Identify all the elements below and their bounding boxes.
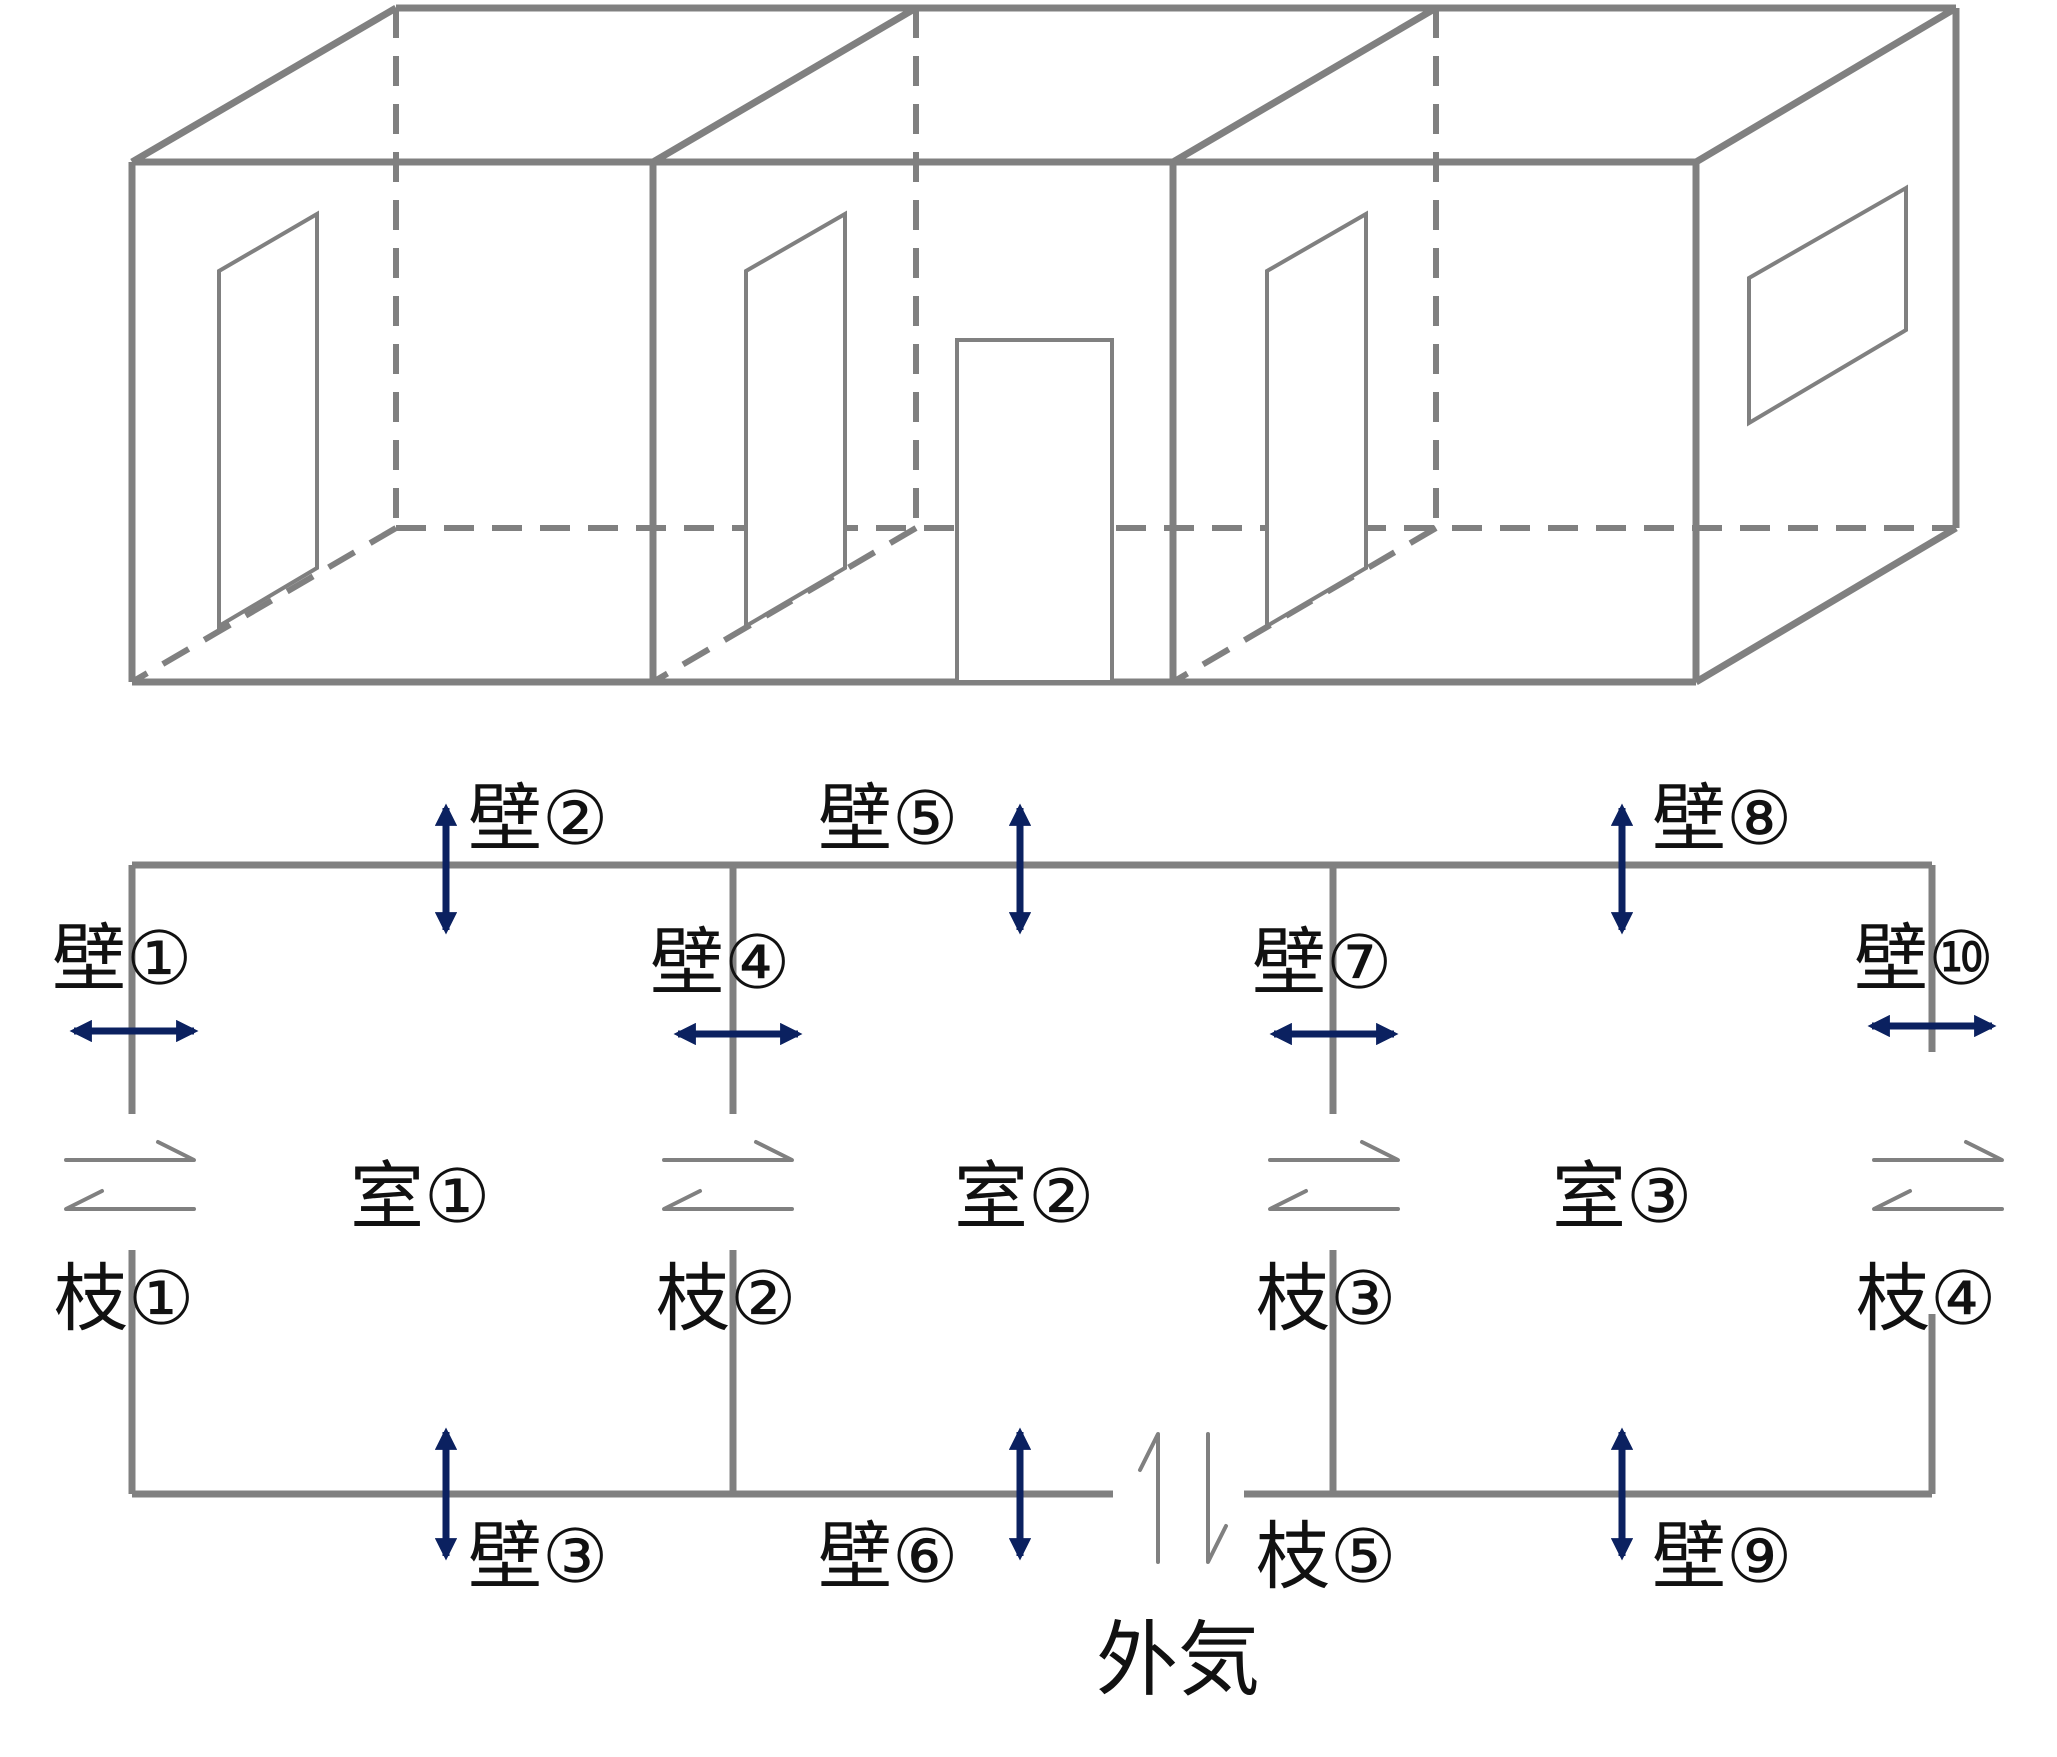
branch-label-5: 枝⑤ (1256, 1514, 1396, 1600)
wall-label-7: 壁⑦ (1252, 920, 1392, 1006)
wall-labels: 壁① 壁② 壁③ 壁④ 壁⑤ 壁⑥ 壁⑦ 壁⑧ 壁⑨ 壁⑩ (52, 776, 1994, 1600)
door-room1 (217, 210, 319, 630)
room-labels: 室① 室② 室③ (350, 1154, 1692, 1240)
wall-label-2: 壁② (468, 776, 608, 862)
branch-arrow-5 (1138, 1432, 1228, 1564)
wall-label-8: 壁⑧ (1652, 776, 1792, 862)
wall-label-4: 壁④ (650, 920, 790, 1006)
wall-label-5: 壁⑤ (818, 776, 958, 862)
wall-label-3: 壁③ (468, 1514, 608, 1600)
branch-arrows (64, 1140, 2004, 1564)
room-label-1: 室① (350, 1154, 490, 1240)
branch-arrow-2 (662, 1140, 794, 1211)
building-3d-view (128, 4, 1960, 686)
branch-label-4: 枝④ (1856, 1256, 1996, 1342)
branch-arrow-1 (64, 1140, 196, 1211)
side-window (1747, 184, 1908, 427)
wall-label-1: 壁① (52, 916, 192, 1002)
wall-label-10: 壁⑩ (1854, 916, 1994, 1002)
wall-label-9: 壁⑨ (1652, 1514, 1792, 1600)
branch-arrow-3 (1268, 1140, 1400, 1211)
visible-edges (128, 4, 1960, 686)
branch-labels: 枝① 枝② 枝③ 枝④ 枝⑤ (54, 1256, 1996, 1600)
branch-label-2: 枝② (656, 1256, 796, 1342)
wall-arrows (69, 803, 1997, 1561)
outside-air-label: 外気 (1096, 1613, 1260, 1708)
branch-label-3: 枝③ (1256, 1256, 1396, 1342)
branch-label-1: 枝① (54, 1256, 194, 1342)
openings (217, 184, 1908, 684)
room-label-3: 室③ (1552, 1154, 1692, 1240)
front-door (955, 338, 1114, 684)
room-label-2: 室② (954, 1154, 1094, 1240)
wall-label-6: 壁⑥ (818, 1514, 958, 1600)
branch-arrow-4 (1872, 1140, 2004, 1211)
door-room2 (744, 210, 847, 630)
door-room3 (1265, 210, 1368, 630)
